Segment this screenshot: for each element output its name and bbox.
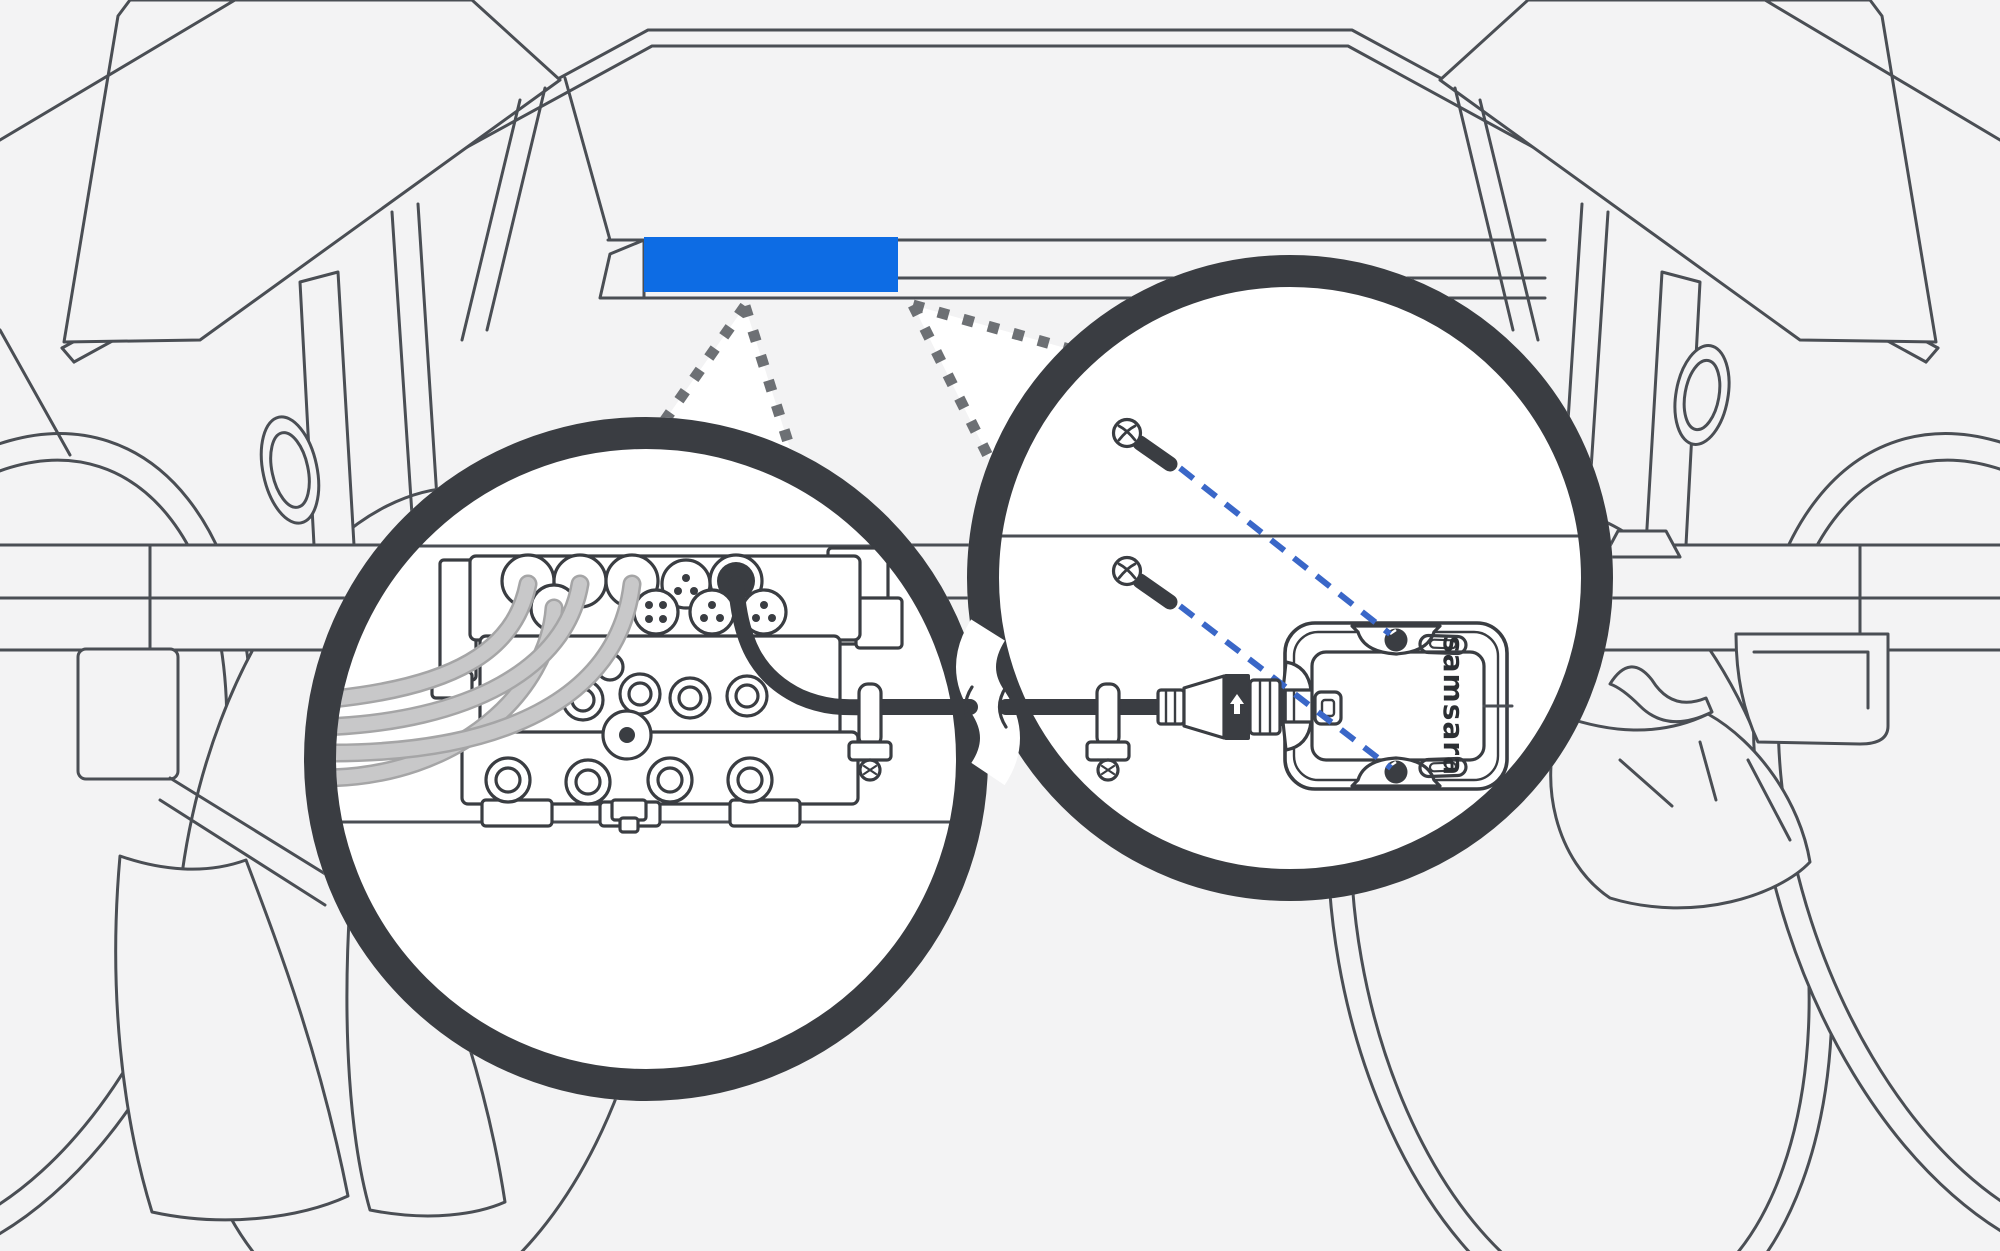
zoom-right-content: samsara bbox=[1000, 417, 1580, 791]
mounting-screw-top bbox=[1111, 417, 1178, 472]
zoom-bubble-left-ring bbox=[304, 417, 988, 1101]
valve-bolts bbox=[484, 756, 774, 806]
right-suspension-leg bbox=[1453, 86, 1731, 547]
left-panel bbox=[0, 0, 562, 344]
samsara-device: samsara bbox=[1266, 621, 1514, 791]
cable-clamp-right bbox=[1085, 682, 1131, 782]
screw-guide-line-top bbox=[1178, 465, 1392, 637]
right-panel bbox=[1438, 0, 2000, 344]
cable-clamp-left bbox=[847, 682, 893, 782]
right-mudflap-crumpled bbox=[1549, 712, 1812, 910]
left-hanger-bracket bbox=[76, 647, 337, 907]
break-mask bbox=[956, 619, 1020, 786]
device-brand-label: samsara bbox=[1437, 636, 1470, 776]
mounting-screw-bottom bbox=[1111, 555, 1178, 610]
left-suspension-leg bbox=[0, 76, 612, 547]
zoom-bubble-right-ring bbox=[967, 255, 1613, 901]
cable-break-symbol bbox=[963, 685, 974, 729]
right-hanger-bracket bbox=[1608, 632, 1890, 746]
connector-arrow-icon bbox=[1230, 694, 1244, 714]
callout-beam-right bbox=[908, 299, 1092, 483]
crossmember-highlight bbox=[644, 237, 898, 292]
screw-guide-line-bottom bbox=[1178, 603, 1393, 771]
crossmember bbox=[598, 237, 1547, 300]
gray-sensor-cables bbox=[334, 574, 642, 788]
cable-connector-plug bbox=[1156, 674, 1282, 740]
